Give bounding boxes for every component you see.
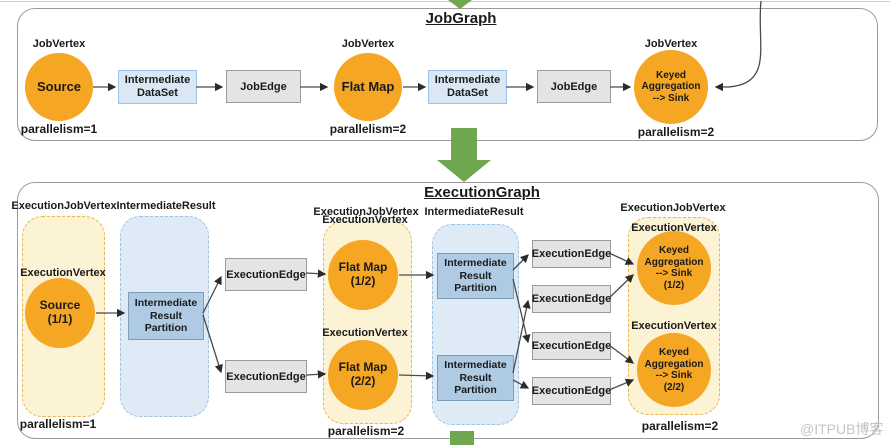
flatmap-node: Flat Map bbox=[334, 53, 402, 121]
intermediate-dataset-node: Intermediate DataSet bbox=[118, 70, 197, 104]
intermediateresult-label: IntermediateResult bbox=[424, 206, 524, 218]
parallelism-label: parallelism=1 bbox=[19, 417, 97, 431]
source-subtask-node: Source (1/1) bbox=[25, 278, 95, 348]
intermediateresult-label: IntermediateResult bbox=[116, 200, 216, 212]
intermediate-result-partition-node: Intermediate Result Partition bbox=[437, 253, 514, 299]
jobvertex-label: JobVertex bbox=[644, 38, 698, 50]
executionvertex-label: ExecutionVertex bbox=[20, 267, 106, 279]
keyed-sink-subtask-2-node: Keyed Aggregation --> Sink (2/2) bbox=[637, 333, 711, 407]
executionvertex-label: ExecutionVertex bbox=[631, 320, 717, 332]
intermediate-result-partition-node: Intermediate Result Partition bbox=[437, 355, 514, 401]
jobedge-node: JobEdge bbox=[537, 70, 611, 103]
flatmap-subtask-1-node: Flat Map (1/2) bbox=[328, 240, 398, 310]
jobgraph-title: JobGraph bbox=[417, 10, 505, 27]
executionvertex-label: ExecutionVertex bbox=[322, 214, 408, 226]
intermediate-result-partition-node: Intermediate Result Partition bbox=[128, 292, 204, 340]
executionedge-node: ExecutionEdge bbox=[532, 285, 611, 313]
executionvertex-label: ExecutionVertex bbox=[631, 222, 717, 234]
parallelism-label: parallelism=2 bbox=[641, 419, 719, 433]
executionjobvertex-label: ExecutionJobVertex bbox=[313, 206, 419, 218]
intermediate-dataset-node: Intermediate DataSet bbox=[428, 70, 507, 104]
executiongraph-title: ExecutionGraph bbox=[424, 184, 540, 201]
keyed-aggregation-node: Keyed Aggregation --> Sink bbox=[634, 50, 708, 124]
executionedge-node: ExecutionEdge bbox=[225, 258, 307, 291]
parallelism-label: parallelism=2 bbox=[329, 122, 407, 136]
executionvertex-label: ExecutionVertex bbox=[322, 327, 408, 339]
jobvertex-label: JobVertex bbox=[341, 38, 395, 50]
source-node: Source bbox=[25, 53, 93, 121]
jobedge-node: JobEdge bbox=[226, 70, 301, 103]
flow-arrow-down-icon bbox=[437, 160, 491, 182]
executionjobvertex-label: ExecutionJobVertex bbox=[620, 202, 726, 214]
parallelism-label: parallelism=2 bbox=[327, 424, 405, 438]
executiongraph-frame bbox=[17, 182, 879, 439]
parallelism-label: parallelism=2 bbox=[637, 125, 715, 139]
executionjobvertex-label: ExecutionJobVertex bbox=[11, 200, 117, 212]
keyed-sink-subtask-1-node: Keyed Aggregation --> Sink (1/2) bbox=[637, 231, 711, 305]
executionedge-node: ExecutionEdge bbox=[532, 332, 611, 360]
executionedge-node: ExecutionEdge bbox=[532, 240, 611, 268]
executionedge-node: ExecutionEdge bbox=[532, 377, 611, 405]
jobvertex-label: JobVertex bbox=[32, 38, 86, 50]
executionedge-node: ExecutionEdge bbox=[225, 360, 307, 393]
jobgraph-frame bbox=[17, 8, 878, 141]
parallelism-label: parallelism=1 bbox=[20, 122, 98, 136]
watermark: @ITPUB博客 bbox=[800, 421, 884, 437]
flatmap-subtask-2-node: Flat Map (2/2) bbox=[328, 340, 398, 410]
